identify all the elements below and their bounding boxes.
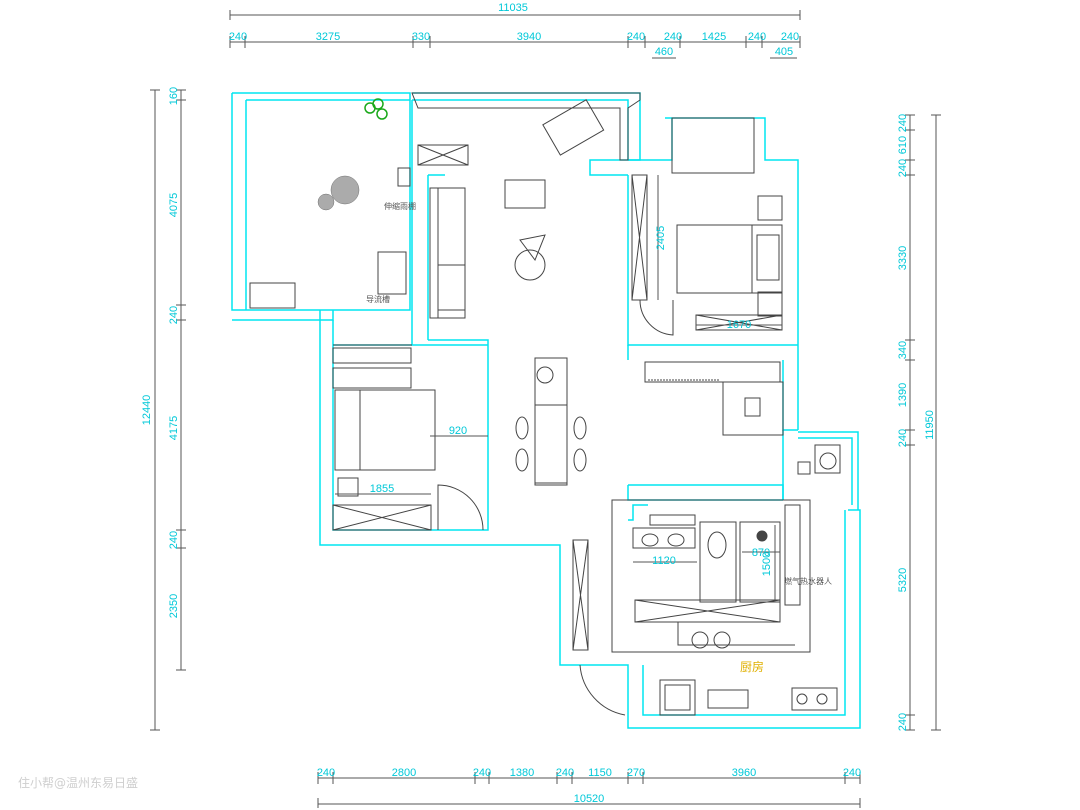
- top-seg-3: 330: [412, 31, 430, 43]
- top-seg-8: 240: [748, 31, 766, 43]
- right-seg-6: 1390: [897, 383, 909, 407]
- inner-dimension-labels: 2405 1670 920 1855 1120 870 1500: [370, 226, 773, 576]
- shrub-icon: [317, 175, 360, 211]
- bottom-dimension-total: 10520: [317, 793, 861, 808]
- left-seg-4: 4175: [168, 416, 180, 440]
- left-seg-2: 4075: [168, 193, 180, 217]
- bed1-width-dim: 1855: [370, 483, 394, 495]
- bottom-seg-8: 3960: [732, 767, 756, 779]
- left-seg-5: 240: [168, 531, 180, 549]
- right-seg-5: 340: [897, 341, 909, 359]
- bottom-seg-5: 240: [556, 767, 574, 779]
- bed1-side-dim: 920: [449, 425, 467, 437]
- top-dimension-sub: 460 405: [652, 46, 797, 59]
- wall-outline: [231, 92, 861, 729]
- interior-lines: [249, 92, 841, 716]
- bed2-width-dim: 1670: [727, 319, 751, 331]
- top-seg-7: 1425: [702, 31, 726, 43]
- right-seg-9: 240: [897, 713, 909, 731]
- bottom-seg-9: 240: [843, 767, 861, 779]
- bed2-door-dim: 2405: [655, 226, 667, 250]
- bottom-seg-6: 1150: [588, 767, 612, 779]
- right-seg-4: 3330: [897, 246, 909, 270]
- bottom-seg-3: 240: [473, 767, 491, 779]
- shower-height-dim: 1500: [761, 552, 773, 576]
- left-dimension-total: 12440: [141, 89, 160, 731]
- bath-vanity-dim: 1120: [652, 555, 676, 567]
- awning-label: 伸缩雨棚: [384, 201, 416, 211]
- bottom-seg-7: 270: [627, 767, 645, 779]
- top-seg-1: 240: [229, 31, 247, 43]
- top-seg-2: 3275: [316, 31, 340, 43]
- top-seg-9: 240: [781, 31, 799, 43]
- right-total-label: 11950: [924, 410, 936, 440]
- right-dimension-segments: 240 610 240 3330 340 1390 240 5320 240: [897, 114, 915, 731]
- left-seg-3: 240: [168, 306, 180, 324]
- top-seg-4: 3940: [517, 31, 541, 43]
- right-dimension-total: 11950: [924, 114, 941, 731]
- plant-icon: [364, 98, 388, 120]
- top-dimension-segments: 240 3275 330 3940 240 240 1425 240 240: [229, 31, 801, 48]
- bottom-dimension-segments: 240 2800 240 1380 240 1150 270 3960 240: [317, 767, 861, 784]
- right-seg-1: 240: [897, 114, 909, 132]
- left-seg-1: 160: [168, 87, 180, 105]
- inner-dimensions: [335, 175, 782, 600]
- right-seg-2: 610: [897, 136, 909, 154]
- left-total-label: 12440: [141, 395, 153, 426]
- gutter-label: 导流槽: [366, 294, 390, 304]
- watermark: 住小帮@温州东易日盛: [18, 776, 139, 790]
- top-seg-6: 240: [664, 31, 682, 43]
- bottom-seg-1: 240: [317, 767, 335, 779]
- bottom-seg-2: 2800: [392, 767, 416, 779]
- top-total-label: 11035: [498, 2, 528, 14]
- right-seg-3: 240: [897, 159, 909, 177]
- bottom-seg-4: 1380: [510, 767, 534, 779]
- top-sub-1: 460: [655, 46, 673, 58]
- top-sub-2: 405: [775, 46, 793, 58]
- water-heater-label: 燃气热水器人: [784, 576, 832, 586]
- bottom-total-label: 10520: [574, 793, 605, 805]
- right-seg-8: 5320: [897, 568, 909, 592]
- left-seg-6: 2350: [168, 594, 180, 618]
- shower-width-dim: 870: [752, 547, 770, 559]
- right-seg-7: 240: [897, 429, 909, 447]
- top-dimension-total: 11035: [229, 2, 801, 20]
- left-dimension-segments: 160 4075 240 4175 240 2350: [168, 87, 186, 671]
- top-seg-5: 240: [627, 31, 645, 43]
- kitchen-label: 厨房: [740, 659, 764, 674]
